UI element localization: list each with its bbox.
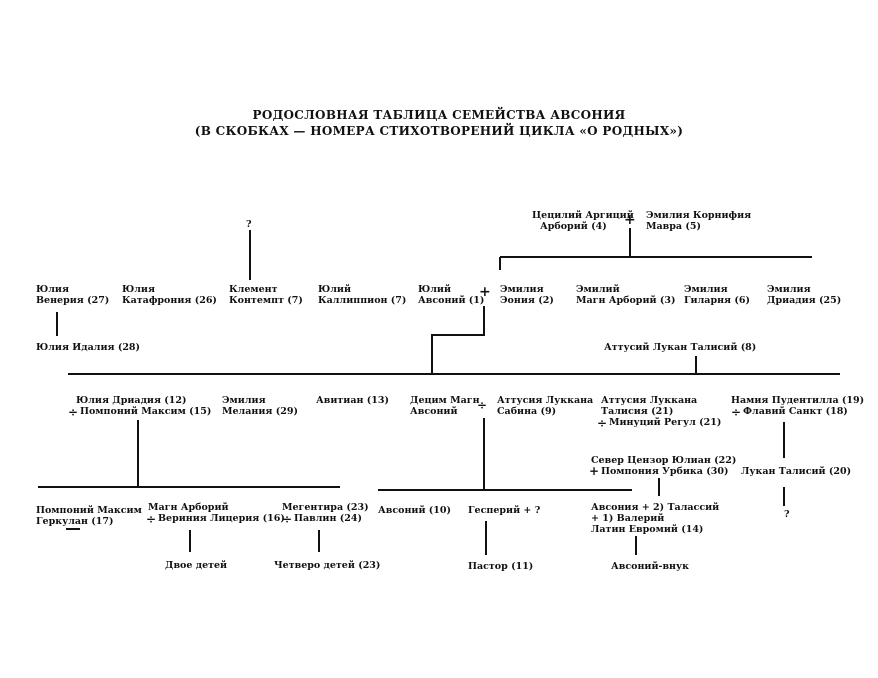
marriage-sign: ÷ <box>597 416 608 430</box>
person-aemilia-h-1: Эмилия <box>684 284 728 295</box>
person-aemilia-m-1: Эмилия <box>222 395 266 406</box>
person-attusia-s-1: Аттусия Луккана <box>497 395 594 406</box>
person-julia-idalia: Юлия Идалия (28) <box>36 342 141 353</box>
person-decimus-2: Авсоний <box>410 406 458 417</box>
person-julius-k-1: Юлий <box>318 284 352 295</box>
marriage-sign: ÷ <box>282 512 293 526</box>
marriage-sign: + <box>624 212 636 228</box>
person-julia-dryadia-2: Помпоний Максим (15) <box>80 406 212 417</box>
person-attusia-t-2: Талисия (21) <box>601 406 674 417</box>
person-julius-ausonius-1: Юлий <box>418 284 452 295</box>
person-megentira-2: Павлин (24) <box>294 513 362 524</box>
person-attusius: Аттусий Лукан Талисий (8) <box>604 342 757 353</box>
person-aemilius-2: Магн Арборий (3) <box>576 295 676 306</box>
person-aemilia-d-2: Дриадия (25) <box>767 295 842 306</box>
group-four-children: Четверо детей (23) <box>274 560 381 571</box>
person-pomponius-1: Помпоний Максим <box>36 505 142 516</box>
person-magnus-2: Вериния Лицерия (16) <box>158 513 285 524</box>
table-subtitle: (В СКОБКАХ — НОМЕРА СТИХОТВОРЕНИЙ ЦИКЛА … <box>194 124 684 138</box>
person-severus-1: Север Цензор Юлиан (22) <box>591 455 737 466</box>
person-aemilia-eonia-1: Эмилия <box>500 284 544 295</box>
unknown-ancestor: ? <box>246 219 252 230</box>
person-clement-2: Контемпт (7) <box>229 295 303 306</box>
person-attusia-t-3: Минуций Регул (21) <box>609 417 722 428</box>
marriage-sign: ÷ <box>146 512 157 526</box>
person-decimus-1: Децим Магн <box>410 395 480 406</box>
person-aemilia-d-1: Эмилия <box>767 284 811 295</box>
unknown-descendant: ? <box>784 509 790 520</box>
person-ausonia-2: + 1) Валерий <box>591 513 665 524</box>
person-avitian: Авитиан (13) <box>316 395 389 406</box>
person-namia-1: Намия Пудентилла (19) <box>731 395 865 406</box>
marriage-sign: + <box>479 284 491 300</box>
marriage-sign: ÷ <box>731 405 742 419</box>
person-julia-k-2: Катафрония (26) <box>122 295 217 306</box>
person-lucan: Лукан Талисий (20) <box>741 466 852 477</box>
person-julia-veneria-2: Венерия (27) <box>36 295 110 306</box>
person-julia-veneria-1: Юлия <box>36 284 69 295</box>
person-julius-k-2: Каллиппион (7) <box>318 295 407 306</box>
person-megentira-1: Мегентира (23) <box>282 502 369 513</box>
group-two-children: Двое детей <box>165 560 228 571</box>
person-severus-2: Помпония Урбика (30) <box>601 466 729 477</box>
person-grandson: Авсоний-внук <box>611 561 689 572</box>
marriage-sign: ÷ <box>68 405 79 419</box>
person-julius-ausonius-2: Авсоний (1) <box>418 295 485 306</box>
person-ausonia-1: Авсония + 2) Талассий <box>591 502 720 513</box>
person-pomponius-2: Геркулан (17) <box>36 516 114 527</box>
person-julia-dryadia-1: Юлия Дриадия (12) <box>76 395 187 406</box>
person-attusia-t-1: Аттусия Луккана <box>601 395 698 406</box>
person-clement-1: Клемент <box>229 284 278 295</box>
person-hesperius: Гесперий + ? <box>468 505 541 516</box>
person-attusia-s-2: Сабина (9) <box>497 406 557 417</box>
person-aemilia-k-1: Эмилия Корнифия <box>646 210 752 221</box>
person-ausonia-3: Латин Евромий (14) <box>591 524 704 535</box>
person-caecilius-1: Цецилий Аргиций <box>532 210 634 221</box>
person-aemilia-m-2: Мелания (29) <box>222 406 298 417</box>
person-aemilia-k-2: Мавра (5) <box>646 221 701 232</box>
person-julia-k-1: Юлия <box>122 284 155 295</box>
person-namia-2: Флавий Санкт (18) <box>743 406 848 417</box>
person-magnus-1: Магн Арборий <box>148 502 229 513</box>
person-aemilius-1: Эмилий <box>576 284 620 295</box>
person-aemilia-eonia-2: Эония (2) <box>500 295 554 306</box>
marriage-sign: ÷ <box>477 398 488 412</box>
person-aemilia-h-2: Гиларня (6) <box>684 295 750 306</box>
table-title: РОДОСЛОВНАЯ ТАБЛИЦА СЕМЕЙСТВА АВСОНИЯ <box>252 108 626 122</box>
person-pastor: Пастор (11) <box>468 561 534 572</box>
marriage-sign: + <box>589 464 600 478</box>
connector-line <box>431 306 485 374</box>
person-caecilius-2: Арборий (4) <box>540 221 607 232</box>
person-ausonius-10: Авсоний (10) <box>378 505 452 516</box>
